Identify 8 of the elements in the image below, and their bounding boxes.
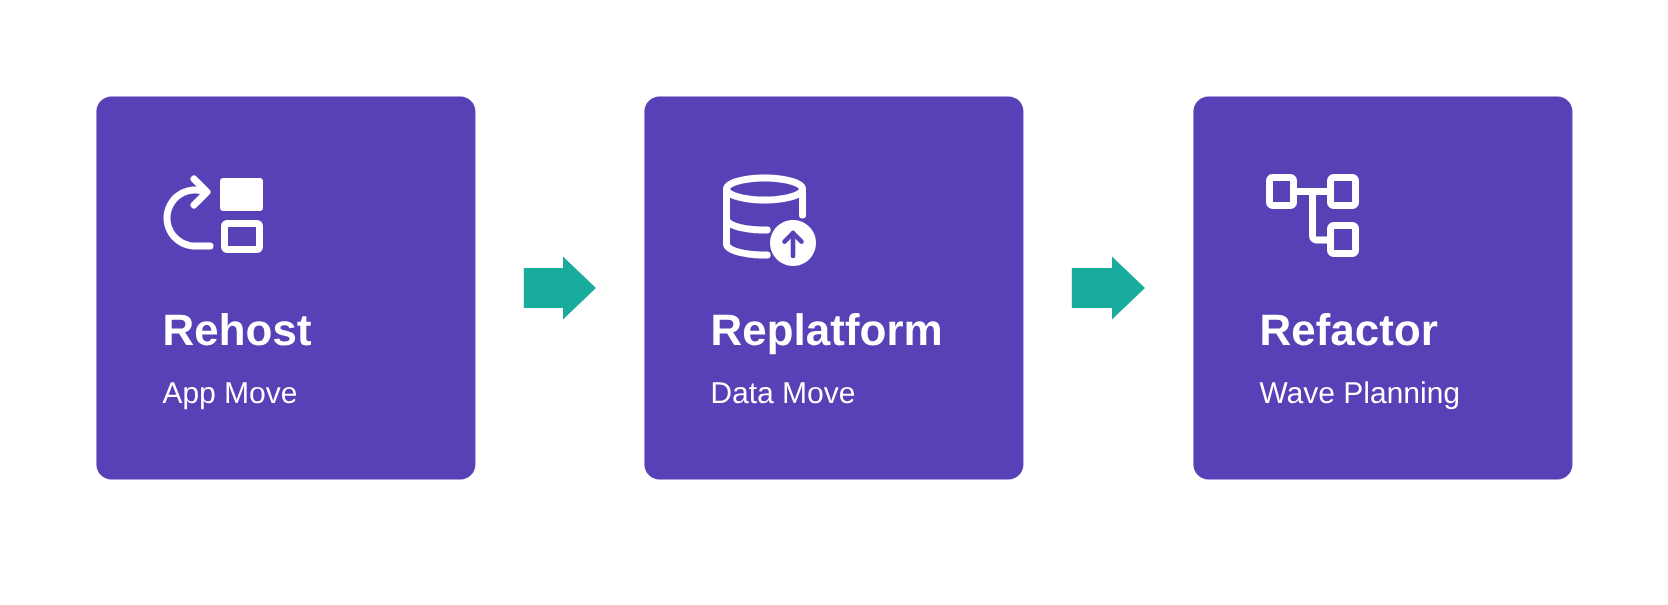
step-subtitle: Data Move (712, 382, 855, 404)
step-title: Rehost (165, 313, 311, 346)
step-title: Replatform (713, 313, 940, 355)
step-title: Refactor (1262, 313, 1438, 346)
arrow (523, 256, 596, 320)
step-subtitle: App Move (162, 382, 297, 410)
step-subtitle: Wave Planning (1259, 381, 1459, 410)
arrow (1071, 256, 1145, 320)
